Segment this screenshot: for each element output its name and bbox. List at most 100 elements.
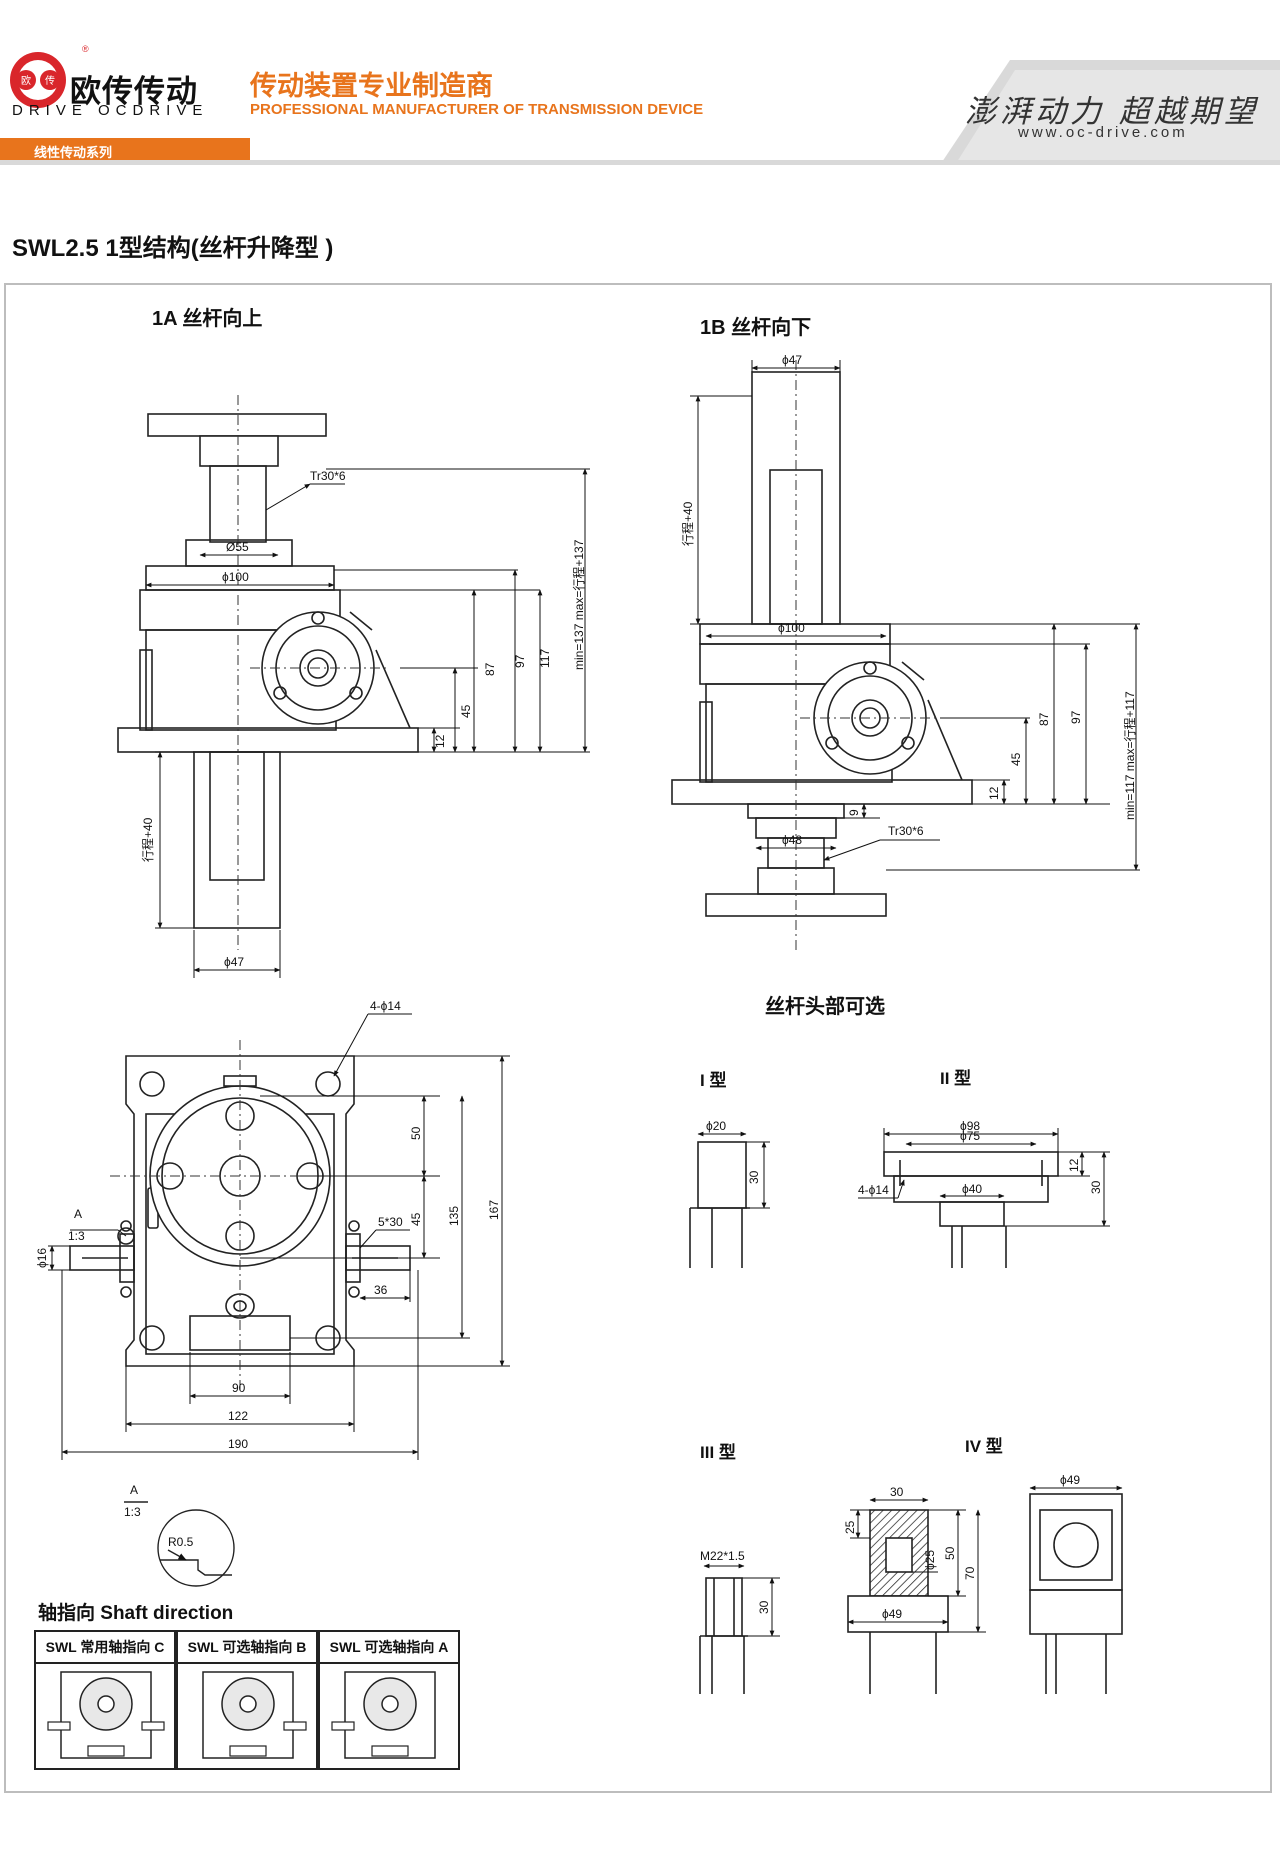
view-1a-drawing	[117, 413, 419, 929]
shaft-option-a: SWL 可选轴指向 A	[318, 1630, 460, 1770]
type4-25-label: 25	[843, 1520, 857, 1534]
view-1a-title: 1A 丝杆向上	[152, 308, 263, 330]
page-title: SWL2.5 1型结构(丝杆升降型 )	[12, 235, 334, 262]
plan-holes-label: 4-ϕ14	[370, 999, 401, 1013]
1a-87-label: 87	[483, 662, 497, 676]
1a-d100-label: ϕ100	[222, 570, 249, 584]
view-1b-dim-lines	[690, 360, 1140, 871]
tagline-en: PROFESSIONAL MANUFACTURER OF TRANSMISSIO…	[250, 101, 704, 118]
type2-d98-label: ϕ98	[960, 1119, 980, 1133]
1b-9-label: 9	[847, 809, 861, 816]
shaft-option-b: SWL 可选轴指向 B	[176, 1630, 318, 1770]
shaft-option-c-label: SWL 常用轴指向 C	[36, 1632, 174, 1664]
logo-badge-right: 传	[45, 75, 55, 87]
type1-h-label: 30	[747, 1170, 761, 1184]
plan-45-label: 45	[409, 1212, 423, 1226]
gearbox-b-icon	[202, 1671, 307, 1759]
detail-a-drawing	[124, 1501, 235, 1587]
view-1b-title: 1B 丝杆向下	[700, 317, 812, 339]
type3-drawing	[699, 1577, 748, 1694]
type2-title: II 型	[940, 1069, 972, 1088]
plan-167-label: 167	[487, 1200, 501, 1220]
type2-holes-label: 4-ϕ14	[858, 1183, 889, 1197]
type1-drawing	[689, 1141, 750, 1268]
1b-d47-label: ϕ47	[782, 353, 802, 367]
type3-dims	[703, 1563, 780, 1637]
1b-max-label: min=117 max=行程+117	[1122, 691, 1137, 820]
shaft-option-a-label: SWL 可选轴指向 A	[320, 1632, 458, 1664]
drawing-frame	[4, 283, 1272, 1793]
1a-117-label: 117	[538, 649, 552, 668]
1b-87-label: 87	[1037, 712, 1051, 726]
type3-h-label: 30	[757, 1600, 771, 1614]
shaft-option-c: SWL 常用轴指向 C	[34, 1630, 176, 1770]
shaft-option-b-label: SWL 可选轴指向 B	[178, 1632, 316, 1664]
type2-dims	[858, 1128, 1110, 1227]
slogan: 澎湃动力 超越期望	[965, 94, 1259, 130]
plan-centerlines	[110, 1040, 370, 1390]
type3-thread-label: M22*1.5	[700, 1549, 745, 1563]
series-label: 线性传动系列	[34, 145, 113, 160]
plan-90-label: 90	[232, 1381, 246, 1395]
plan-36-label: 36	[374, 1283, 388, 1297]
header-graphics: 欧 传 ®	[0, 44, 1280, 165]
type4-section-drawing	[847, 1509, 949, 1694]
plan-dim-lines	[48, 1013, 510, 1460]
1b-d48-label: ϕ48	[782, 833, 802, 847]
1a-d47-label: ϕ47	[224, 955, 244, 969]
plan-122-label: 122	[228, 1409, 248, 1423]
type2-drawing	[883, 1151, 1059, 1268]
1b-d100-label: ϕ100	[778, 621, 805, 635]
1b-stroke-label: 行程+40	[680, 501, 695, 546]
type4-70-label: 70	[963, 1566, 977, 1580]
1a-12-label: 12	[433, 734, 447, 748]
type4-title: IV 型	[965, 1437, 1003, 1456]
logo-badge-left: 欧	[21, 75, 31, 87]
page-header: 欧 传 ® 欧传传动 DRIVE OCDRIVE 传动装置专业制造商 PROFE…	[0, 0, 1280, 165]
1b-97-label: 97	[1069, 710, 1083, 724]
detail-a-ref: A	[130, 1483, 138, 1497]
logo-gear-icon	[10, 52, 66, 108]
type4-dims	[847, 1497, 986, 1633]
plan-key-label: 5*30	[378, 1215, 403, 1229]
detail-a-scale: 1:3	[124, 1505, 141, 1519]
1b-45-label: 45	[1009, 752, 1023, 766]
view-1b-centerline	[795, 360, 940, 950]
gearbox-c-icon	[47, 1671, 165, 1759]
type1-title: I 型	[700, 1071, 727, 1090]
type2-12-label: 12	[1067, 1158, 1081, 1172]
shaft-direction-title: 轴指向 Shaft direction	[38, 1603, 234, 1624]
tagline-cn: 传动装置专业制造商	[250, 71, 493, 101]
gearbox-a-icon	[331, 1671, 436, 1759]
plan-190-label: 190	[228, 1437, 248, 1451]
type2-d40-label: ϕ40	[962, 1182, 982, 1196]
view-1a-dim-lines	[145, 468, 590, 978]
type4-d49a-label: ϕ49	[882, 1607, 902, 1621]
1a-max-label: min=137 max=行程+137	[571, 539, 586, 670]
website-url: www.oc-drive.com	[1018, 124, 1188, 141]
1b-thread-label: Tr30*6	[888, 824, 924, 838]
plan-50-label: 50	[409, 1126, 423, 1140]
detail-a-radius: R0.5	[168, 1535, 194, 1549]
1a-stroke-label: 行程+40	[140, 817, 155, 862]
type4-30-label: 30	[890, 1485, 904, 1499]
1a-97-label: 97	[513, 654, 527, 668]
registered-mark: ®	[82, 44, 89, 54]
heads-title: 丝杆头部可选	[765, 996, 885, 1018]
1a-thread-label: Tr30*6	[310, 469, 346, 483]
plan-detail-ref: A	[74, 1207, 82, 1221]
plan-detail-scale: 1:3	[68, 1229, 85, 1243]
series-bar	[0, 138, 250, 160]
logo-text-cn: 欧传传动	[70, 74, 198, 109]
type4-50-label: 50	[943, 1546, 957, 1560]
1b-12-label: 12	[987, 786, 1001, 800]
1a-d55-label: Ø55	[226, 540, 249, 554]
view-1a-centerline	[237, 395, 390, 950]
type2-30-label: 30	[1089, 1180, 1103, 1194]
type4-d25-label: ϕ25	[923, 1550, 937, 1570]
type4-d49b-label: ϕ49	[1060, 1473, 1080, 1487]
type1-dims	[697, 1131, 770, 1209]
type3-title: III 型	[700, 1443, 736, 1462]
logo-text-en: DRIVE OCDRIVE	[12, 102, 209, 119]
